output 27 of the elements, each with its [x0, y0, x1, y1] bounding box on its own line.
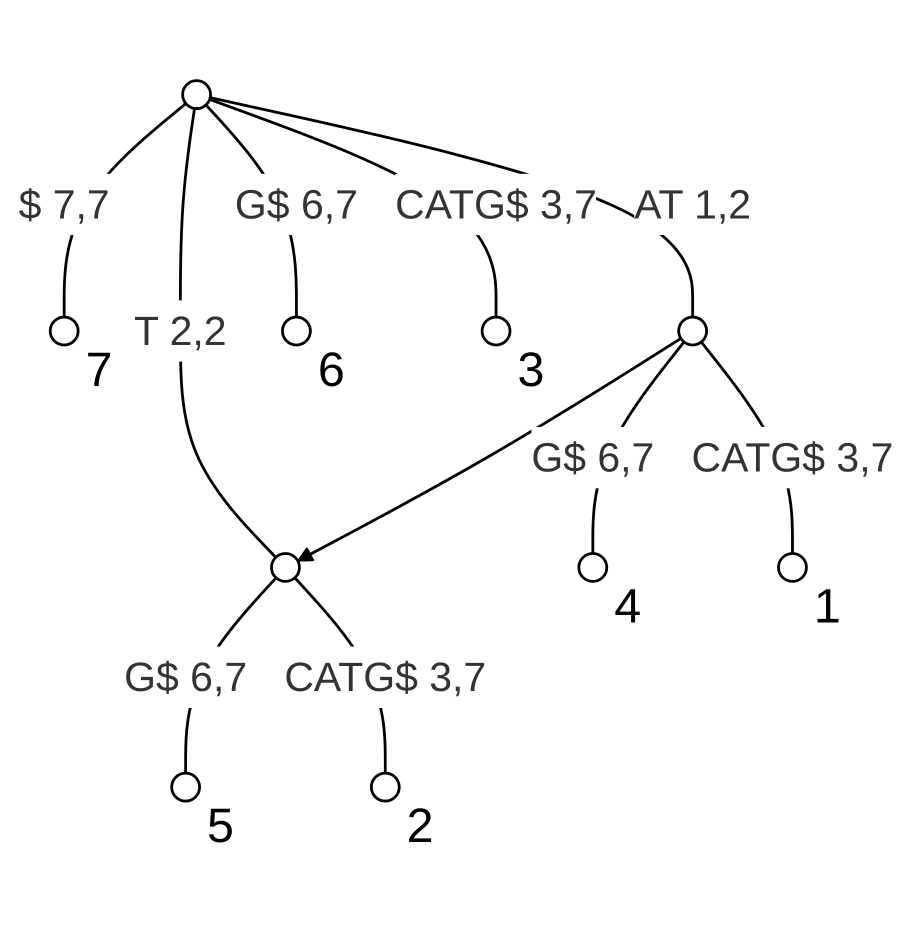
- tree-node-circle: [677, 315, 708, 346]
- arrow: [297, 337, 682, 562]
- leaf-number: 3: [517, 342, 544, 397]
- tree-node-circle: [577, 552, 608, 583]
- tree-node-circle: [370, 771, 401, 802]
- tree-node-circle: [281, 315, 312, 346]
- edge-label: G$ 6,7: [234, 173, 358, 235]
- edge-label: CATG$ 3,7: [284, 646, 486, 708]
- leaf-number: 5: [207, 798, 234, 853]
- leaf-number: 1: [814, 579, 841, 634]
- edge-label: G$ 6,7: [124, 646, 248, 708]
- edge-label: G$ 6,7: [531, 426, 654, 488]
- leaf-number: 7: [86, 342, 112, 397]
- tree-node-circle: [480, 315, 512, 346]
- leaf-number: 6: [318, 342, 345, 397]
- tree-node-circle: [48, 315, 80, 346]
- edge-label: T 2,2: [134, 300, 227, 362]
- tree-node-circle: [170, 771, 201, 802]
- leaf-number: 4: [614, 579, 642, 634]
- edge-label: CATG$ 3,7: [395, 173, 597, 235]
- tree-node-circle: [777, 552, 808, 583]
- edge-label: CATG$ 3,7: [692, 426, 894, 488]
- edge-label: $ 7,7: [18, 173, 110, 235]
- tree-node-circle: [181, 78, 212, 110]
- connector: [209, 98, 498, 317]
- leaf-number: 2: [406, 798, 434, 853]
- tree-node-circle: [270, 552, 301, 583]
